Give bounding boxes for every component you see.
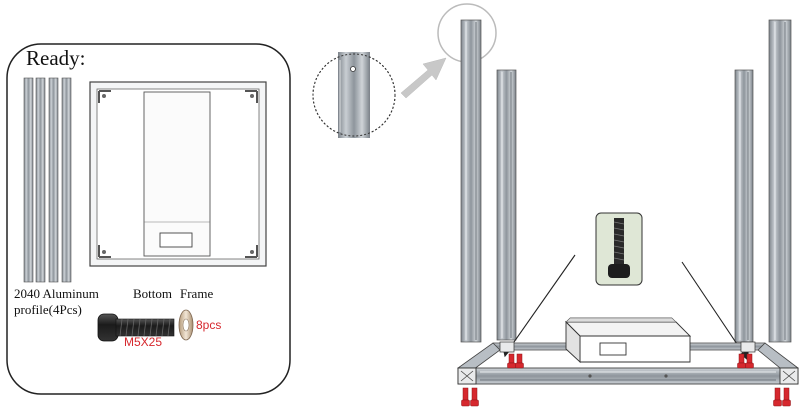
- aluminum-profile-2: [36, 78, 45, 282]
- power-box-plate: [144, 92, 210, 256]
- upright-profile-right-tall: [769, 20, 791, 342]
- washer-icon: [179, 310, 193, 340]
- frame-label: Frame: [180, 286, 213, 302]
- bottom-frame-top-view: [90, 82, 266, 266]
- screw-quantity-label: 8pcs: [196, 318, 221, 332]
- aluminum-profile-label: 2040 Aluminum profile(4Pcs): [14, 286, 99, 318]
- red-screw-icon: [774, 388, 782, 406]
- red-screw-icon: [471, 388, 479, 406]
- power-box-window: [160, 233, 192, 247]
- profile-hole-icon: [351, 67, 356, 72]
- red-screw-icon: [508, 354, 516, 368]
- screw-inset: [596, 213, 642, 285]
- aluminum-profile-3: [49, 78, 58, 282]
- aluminum-profile-1: [24, 78, 33, 282]
- zoom-profile-detail: [338, 52, 370, 138]
- zoom-arrow-icon: [401, 58, 446, 98]
- upright-profiles: [461, 20, 791, 342]
- red-screw-icon: [462, 388, 470, 406]
- screw-size-label: M5X25: [124, 335, 162, 349]
- upright-profile-left-tall: [461, 20, 481, 342]
- ready-title: Ready:: [26, 46, 85, 71]
- front-rail: [458, 368, 798, 384]
- red-screw-icon: [783, 388, 791, 406]
- aluminum-profile-4: [62, 78, 71, 282]
- upright-profile-left-short: [497, 70, 516, 340]
- power-box-3d: [566, 318, 690, 362]
- bottom-label: Bottom: [133, 286, 172, 302]
- upright-profile-right-short: [735, 70, 753, 342]
- red-screw-icon: [516, 354, 524, 368]
